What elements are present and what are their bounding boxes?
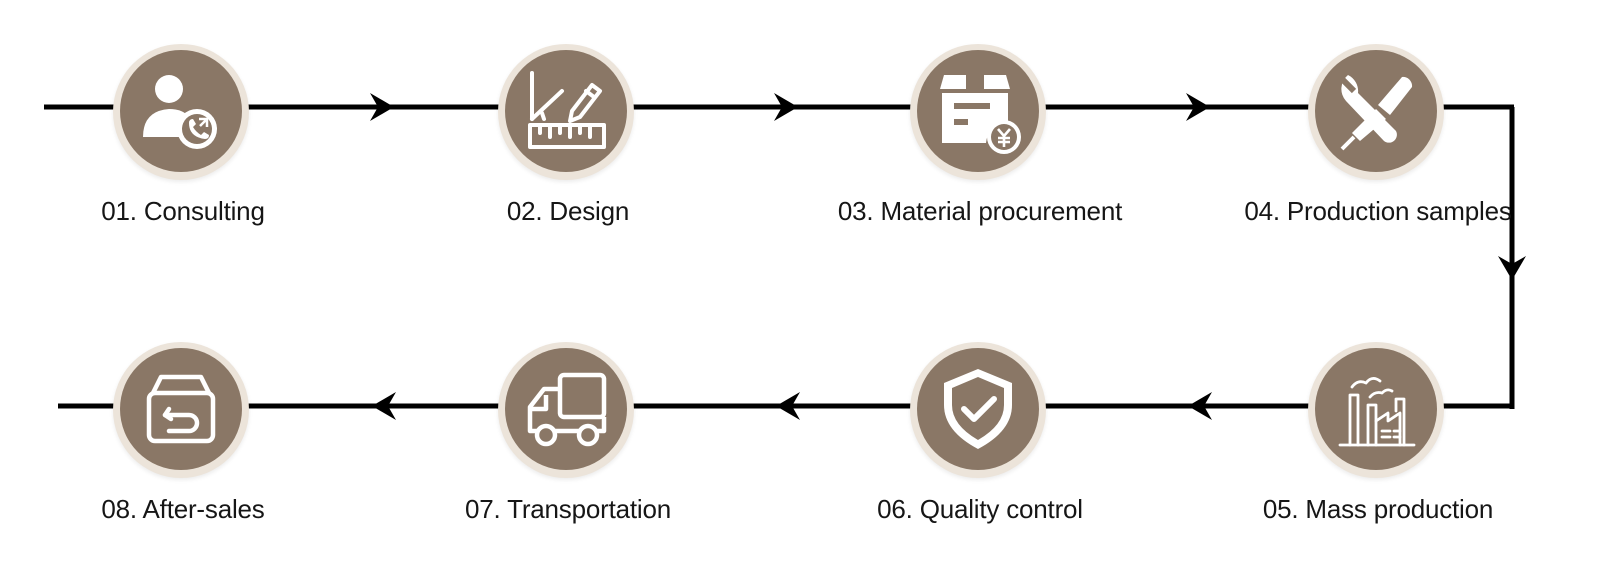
arrow-right-3 — [1186, 93, 1210, 121]
step-badge — [113, 342, 249, 478]
step-material-procurement: 03. Material procurement — [810, 44, 1150, 244]
step-badge — [1308, 44, 1444, 180]
step-consulting: 01. Consulting — [13, 44, 353, 244]
wrench-screwdriver-icon — [1339, 75, 1413, 151]
step-production-samples: 04. Production samples — [1208, 44, 1548, 244]
step-label: 07. Transportation — [465, 494, 671, 524]
return-box-icon — [146, 374, 216, 444]
step-badge — [498, 44, 634, 180]
step-label: 02. Design — [506, 196, 630, 226]
arrow-right-2 — [774, 93, 798, 121]
ruler-pencil-icon — [528, 71, 606, 149]
arrow-left-2 — [776, 392, 800, 420]
step-quality-control: 06. Quality control — [810, 342, 1150, 542]
step-label: 03. Material procurement — [837, 196, 1123, 226]
step-after-sales: 08. After-sales — [13, 342, 353, 542]
step-badge — [1308, 342, 1444, 478]
arrow-left-3 — [372, 392, 396, 420]
step-badge — [910, 342, 1046, 478]
package-yuan-icon — [940, 73, 1021, 154]
step-mass-production: 05. Mass production — [1208, 342, 1548, 542]
factory-icon — [1338, 377, 1416, 447]
arrow-down — [1498, 256, 1526, 280]
step-label: 04. Production samples — [1244, 196, 1512, 226]
customer-call-icon — [143, 75, 217, 149]
shield-check-icon — [944, 369, 1012, 449]
step-design: 02. Design — [398, 44, 738, 244]
arrow-right-1 — [370, 93, 394, 121]
step-badge — [910, 44, 1046, 180]
arrow-left-1 — [1188, 392, 1212, 420]
step-label: 01. Consulting — [101, 196, 265, 226]
step-label: 08. After-sales — [101, 494, 265, 524]
step-label: 06. Quality control — [877, 494, 1083, 524]
truck-icon — [527, 372, 607, 447]
step-label: 05. Mass production — [1262, 494, 1494, 524]
step-badge — [113, 44, 249, 180]
step-badge — [498, 342, 634, 478]
step-transportation: 07. Transportation — [398, 342, 738, 542]
